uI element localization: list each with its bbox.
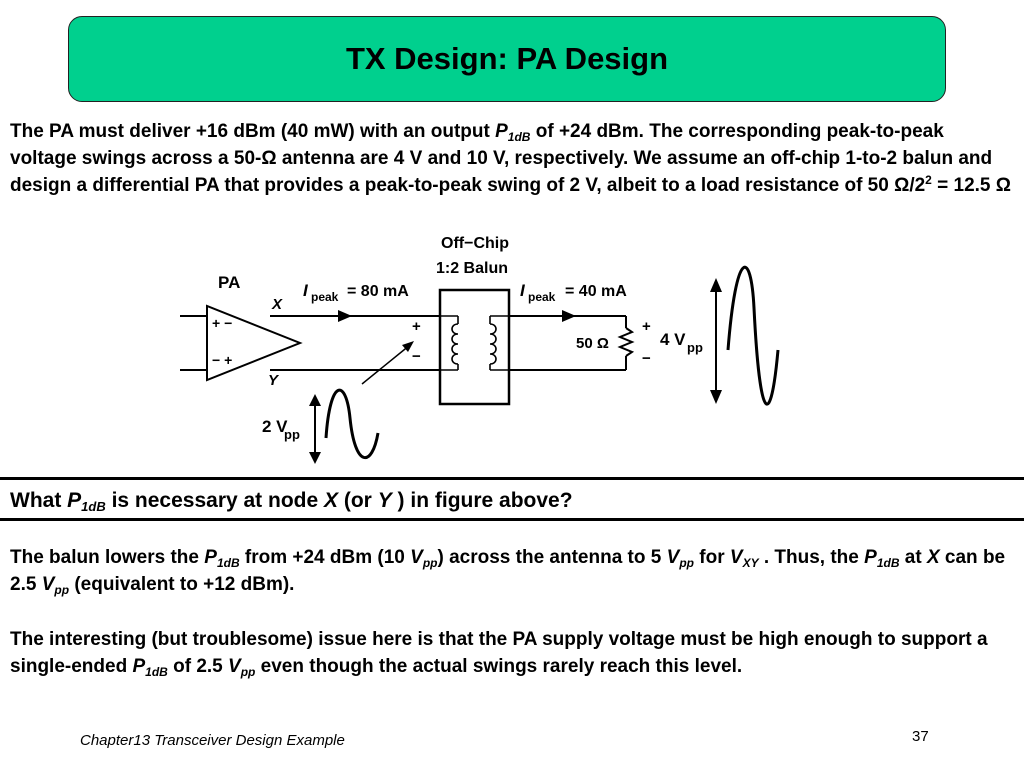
intro-text: of +24 dBm. The corresponding peak-to-pe… bbox=[10, 121, 993, 196]
answer-text: . Thus, the bbox=[758, 547, 865, 568]
intro-paragraph: The PA must deliver +16 dBm (40 mW) with… bbox=[10, 118, 1014, 199]
vin-arrow-up bbox=[309, 394, 321, 406]
p1db-subscript: 1dB bbox=[81, 499, 106, 514]
answer-text: (equivalent to +12 dBm). bbox=[69, 574, 295, 595]
intro-text: = 12.5 Ω bbox=[931, 175, 1012, 196]
ipeak-right-subscript: peak bbox=[528, 290, 556, 304]
p1db-subscript: 1dB bbox=[145, 665, 168, 679]
answer-text: of 2.5 bbox=[167, 656, 229, 677]
coil-secondary bbox=[489, 323, 497, 365]
question-bar: What P1dB is necessary at node X (or Y )… bbox=[0, 477, 1024, 521]
pa-input-polarity-bottom: − + bbox=[212, 352, 232, 368]
ipeak-right-symbol: I bbox=[520, 281, 526, 300]
pa-label: PA bbox=[218, 273, 240, 292]
coil-primary bbox=[451, 323, 459, 365]
p1db-symbol: P bbox=[864, 547, 877, 568]
resistor-label: 50 Ω bbox=[576, 335, 609, 352]
balun-label-1: Off−Chip bbox=[441, 235, 509, 252]
v-symbol: V bbox=[666, 547, 680, 568]
v-symbol: V bbox=[228, 656, 241, 677]
vxy-symbol: V bbox=[729, 547, 743, 568]
footer-chapter-title: Chapter13 Transceiver Design Example bbox=[80, 732, 345, 749]
answer-text: The interesting (but troublesome) issue … bbox=[10, 629, 988, 677]
answer-paragraph-2: The interesting (but troublesome) issue … bbox=[10, 626, 1014, 680]
slide-title: TX Design: PA Design bbox=[345, 41, 669, 76]
vout-label: 4 V bbox=[660, 330, 686, 349]
v-subscript: pp bbox=[240, 665, 256, 679]
answer-text: The balun lowers the bbox=[10, 547, 205, 568]
current-arrow-right bbox=[562, 310, 576, 322]
input-sine-wave bbox=[324, 388, 380, 460]
balun-box bbox=[438, 288, 511, 406]
p1db-symbol: P bbox=[204, 547, 217, 568]
pointer-arrow-line bbox=[361, 344, 411, 385]
node-x-symbol: X bbox=[324, 489, 339, 512]
p1db-subscript: 1dB bbox=[216, 556, 240, 570]
node-y-label: Y bbox=[268, 372, 280, 389]
pointer-arrow-head bbox=[402, 341, 414, 352]
answer-text: from +24 dBm (10 bbox=[239, 547, 411, 568]
vxy-subscript: XY bbox=[742, 556, 759, 570]
title-banner: TX Design: PA Design bbox=[68, 16, 946, 102]
v-symbol: V bbox=[41, 574, 55, 595]
node-x-label: X bbox=[271, 296, 283, 313]
node-y-symbol: Y bbox=[377, 489, 392, 512]
ipeak-left-value: = 80 mA bbox=[347, 283, 409, 300]
question-text: ) in figure above? bbox=[391, 489, 573, 512]
answer-text: ) across the antenna to 5 bbox=[437, 547, 667, 568]
intro-text: The PA must deliver +16 dBm (40 mW) with… bbox=[10, 121, 496, 142]
vin-label: 2 V bbox=[262, 417, 288, 436]
vout-arrow-up bbox=[710, 278, 722, 292]
answer-text: for bbox=[693, 547, 730, 568]
load-minus: − bbox=[642, 350, 651, 367]
output-sine-wave bbox=[726, 265, 780, 406]
v-subscript: pp bbox=[679, 556, 694, 570]
pa-amplifier-symbol bbox=[206, 304, 303, 382]
pa-balun-diagram: Off−Chip 1:2 Balun PA + − − + X Y I peak… bbox=[180, 235, 780, 464]
vin-subscript: pp bbox=[284, 427, 300, 442]
p1db-subscript: 1dB bbox=[876, 556, 900, 570]
p1db-symbol: P bbox=[67, 489, 82, 512]
answer-text: even though the actual swings rarely rea… bbox=[255, 656, 743, 677]
answer-text: at bbox=[899, 547, 927, 568]
v-subscript: pp bbox=[54, 583, 70, 597]
balun-label-2: 1:2 Balun bbox=[436, 260, 508, 277]
p1db-symbol: P bbox=[132, 656, 146, 677]
primary-minus: − bbox=[412, 348, 421, 365]
page-number: 37 bbox=[912, 728, 929, 745]
superscript: 2 bbox=[925, 173, 932, 187]
v-subscript: pp bbox=[422, 556, 438, 570]
vout-arrow-down bbox=[710, 390, 722, 404]
question-text: (or bbox=[338, 489, 378, 512]
p1db-subscript: 1dB bbox=[507, 130, 531, 144]
ipeak-left-subscript: peak bbox=[311, 290, 339, 304]
question-text: is necessary at node bbox=[105, 489, 325, 512]
vout-subscript: pp bbox=[687, 340, 703, 355]
current-arrow-left bbox=[338, 310, 352, 322]
pa-input-polarity-top: + − bbox=[212, 315, 232, 331]
resistor-symbol bbox=[617, 327, 635, 357]
answer-paragraph-1: The balun lowers the P1dB from +24 dBm (… bbox=[10, 544, 1014, 598]
node-x-symbol: X bbox=[926, 547, 940, 568]
ipeak-right-value: = 40 mA bbox=[565, 283, 627, 300]
p1db-symbol: P bbox=[495, 121, 508, 142]
question-text: What bbox=[10, 489, 68, 512]
answer-text: can be 2.5 bbox=[10, 547, 1006, 595]
v-symbol: V bbox=[410, 547, 423, 568]
ipeak-left-symbol: I bbox=[303, 281, 309, 300]
primary-plus: + bbox=[412, 318, 421, 335]
vin-arrow-down bbox=[309, 452, 321, 464]
load-plus: + bbox=[642, 318, 651, 335]
